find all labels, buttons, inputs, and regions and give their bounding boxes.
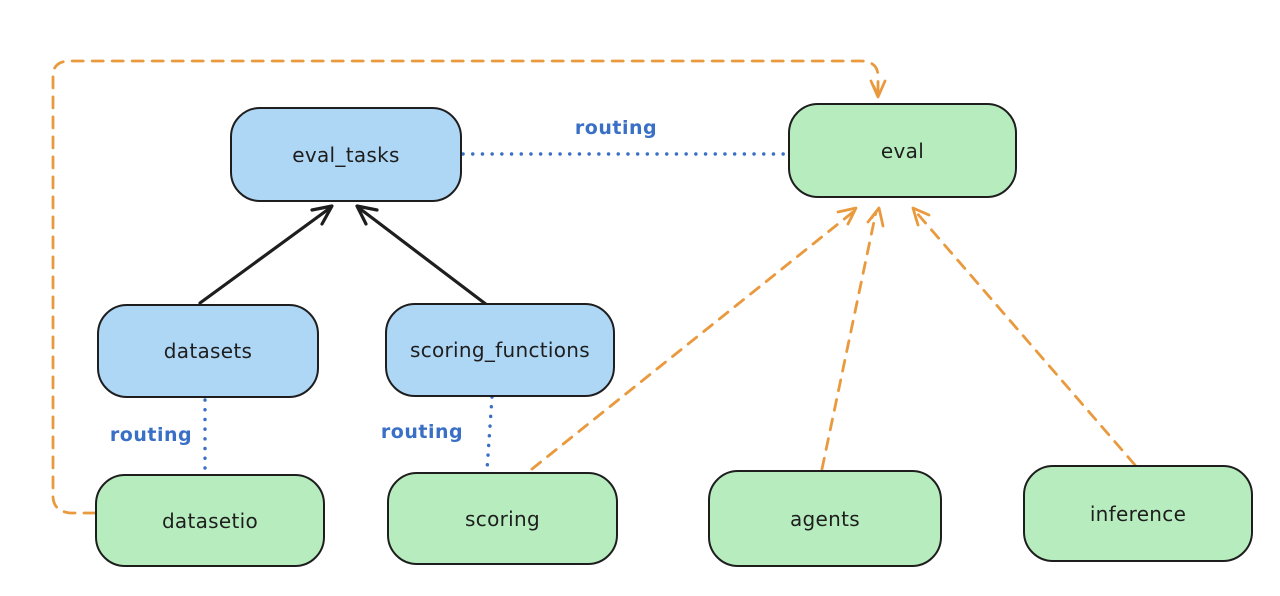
node-eval-tasks: eval_tasks — [230, 107, 462, 202]
arrowhead-sketch-datasets-to-eval-tasks — [317, 204, 334, 219]
edge-agents-to-eval — [820, 210, 878, 471]
edge-scoring-to-eval — [530, 210, 855, 471]
edge-datasets-to-eval-tasks — [198, 206, 332, 305]
node-eval: eval — [788, 103, 1017, 198]
arrowhead-sketch-datasetio-to-eval — [873, 85, 884, 97]
node-inference: inference — [1023, 465, 1253, 562]
arrowhead-sketch-inference-to-eval — [912, 207, 925, 221]
node-datasets: datasets — [97, 304, 319, 398]
arrowhead-sketch-agents-to-eval — [871, 207, 883, 221]
node-datasetio: datasetio — [95, 474, 325, 567]
edge-label-routing-scoring: routing — [380, 421, 464, 443]
node-scoring: scoring — [387, 472, 618, 565]
edge-label-routing-top: routing — [574, 117, 658, 139]
edge-scoring-functions-to-eval-tasks — [357, 206, 489, 307]
arrowhead-sketch-scoring-to-eval — [843, 207, 857, 220]
edge-datasetio-to-eval — [51, 59, 880, 515]
edge-scoring-functions-to-scoring — [485, 395, 494, 472]
node-agents: agents — [708, 470, 942, 567]
edge-label-routing-datasets: routing — [109, 424, 193, 446]
edge-inference-to-eval — [914, 210, 1137, 467]
node-scoring-functions: scoring_functions — [385, 303, 615, 397]
arrowhead-sketch-scoring-functions-to-eval-tasks — [355, 204, 372, 220]
